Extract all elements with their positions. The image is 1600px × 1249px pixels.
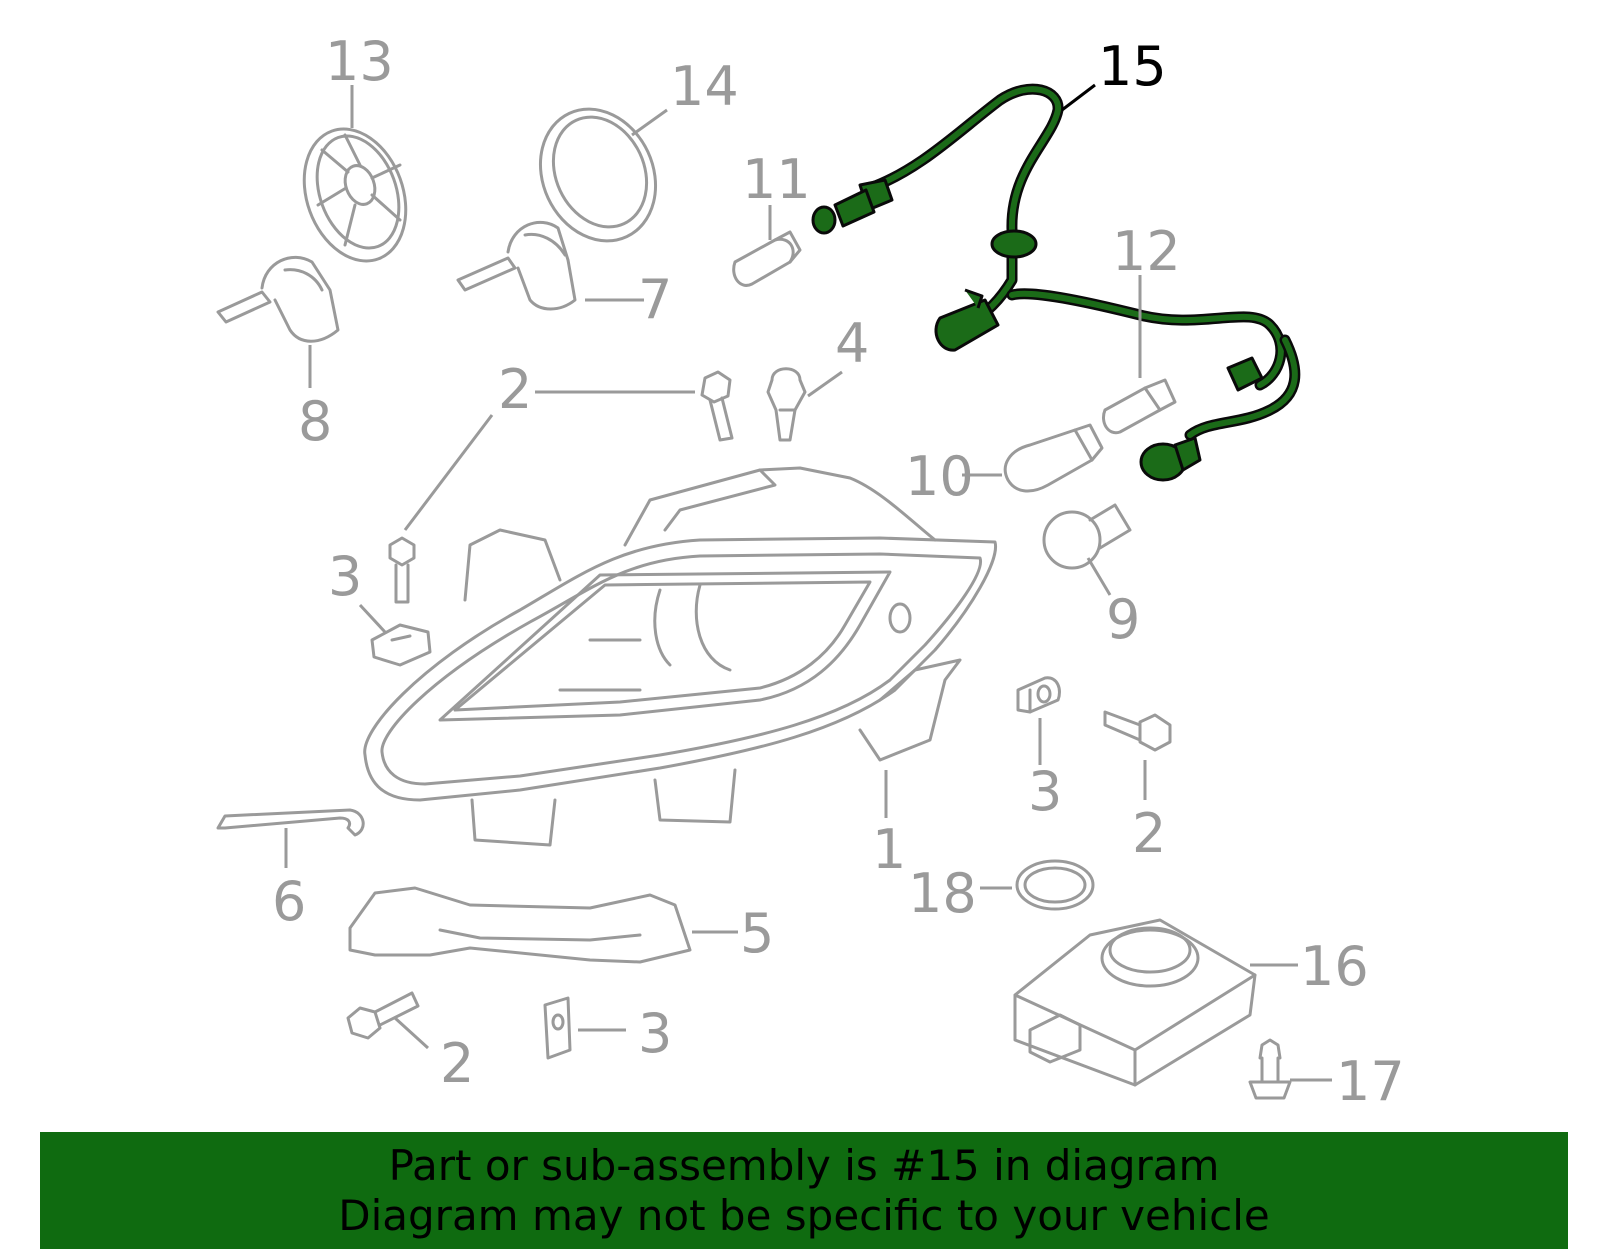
part-3-clip-right (1016, 676, 1061, 714)
part-11-wedge-bulb (732, 230, 802, 287)
part-18-o-ring (1015, 859, 1095, 911)
callout-1: 1 (872, 818, 906, 881)
part-3-nut-left (370, 623, 432, 667)
callout-11: 11 (742, 148, 811, 211)
part-9-bulb (1042, 503, 1132, 570)
callout-14: 14 (670, 55, 739, 118)
callout-2-right: 2 (1132, 802, 1166, 865)
callout-3-right: 3 (1028, 760, 1062, 823)
part-2-bolt-right (1103, 710, 1172, 752)
callout-16: 16 (1300, 935, 1369, 998)
part-10-bulb (1003, 423, 1104, 493)
callout-4: 4 (835, 312, 869, 375)
part-2-bolt-bottom (346, 991, 420, 1040)
callout-18: 18 (908, 862, 977, 925)
part-14-lens-cover (538, 107, 658, 243)
callout-15: 15 (1098, 35, 1167, 98)
callout-10: 10 (905, 445, 974, 508)
part-15-wiring-harness (811, 83, 1301, 482)
part-4-clip (766, 367, 807, 442)
callout-8: 8 (298, 390, 332, 453)
info-banner: Part or sub-assembly is #15 in diagram D… (40, 1132, 1568, 1249)
banner-line-disclaimer: Diagram may not be specific to your vehi… (338, 1190, 1270, 1240)
callout-9: 9 (1106, 588, 1140, 651)
callout-12: 12 (1112, 220, 1181, 283)
callout-3-bottom: 3 (638, 1002, 672, 1065)
part-16-ballast (1013, 918, 1257, 1087)
part-8-bulb (216, 255, 340, 343)
part-3-clip-bottom (543, 996, 572, 1060)
part-17-screw (1248, 1038, 1292, 1100)
callout-5: 5 (740, 902, 774, 965)
callout-3-left: 3 (328, 545, 362, 608)
callout-17: 17 (1336, 1050, 1405, 1113)
part-1-headlamp (363, 466, 998, 847)
callout-13: 13 (325, 30, 394, 93)
part-5-bracket (348, 886, 692, 964)
callouts: 13 14 15 11 12 7 8 4 2 10 9 3 3 2 1 6 18… (272, 30, 1405, 1113)
banner-line-part: Part or sub-assembly is #15 in diagram (388, 1140, 1220, 1190)
callout-6: 6 (272, 870, 306, 933)
part-12-bulb (1102, 378, 1177, 435)
callout-7: 7 (638, 268, 672, 331)
callout-2-bottom: 2 (440, 1032, 474, 1095)
leader-lines (284, 83, 1332, 1082)
part-2-bolt-left (388, 536, 416, 604)
callout-2-top: 2 (498, 358, 532, 421)
part-6-strip (216, 808, 365, 837)
part-13-socket-cap (302, 127, 408, 263)
part-2-bolt-top (700, 370, 734, 442)
part-7-bulb (456, 220, 577, 311)
